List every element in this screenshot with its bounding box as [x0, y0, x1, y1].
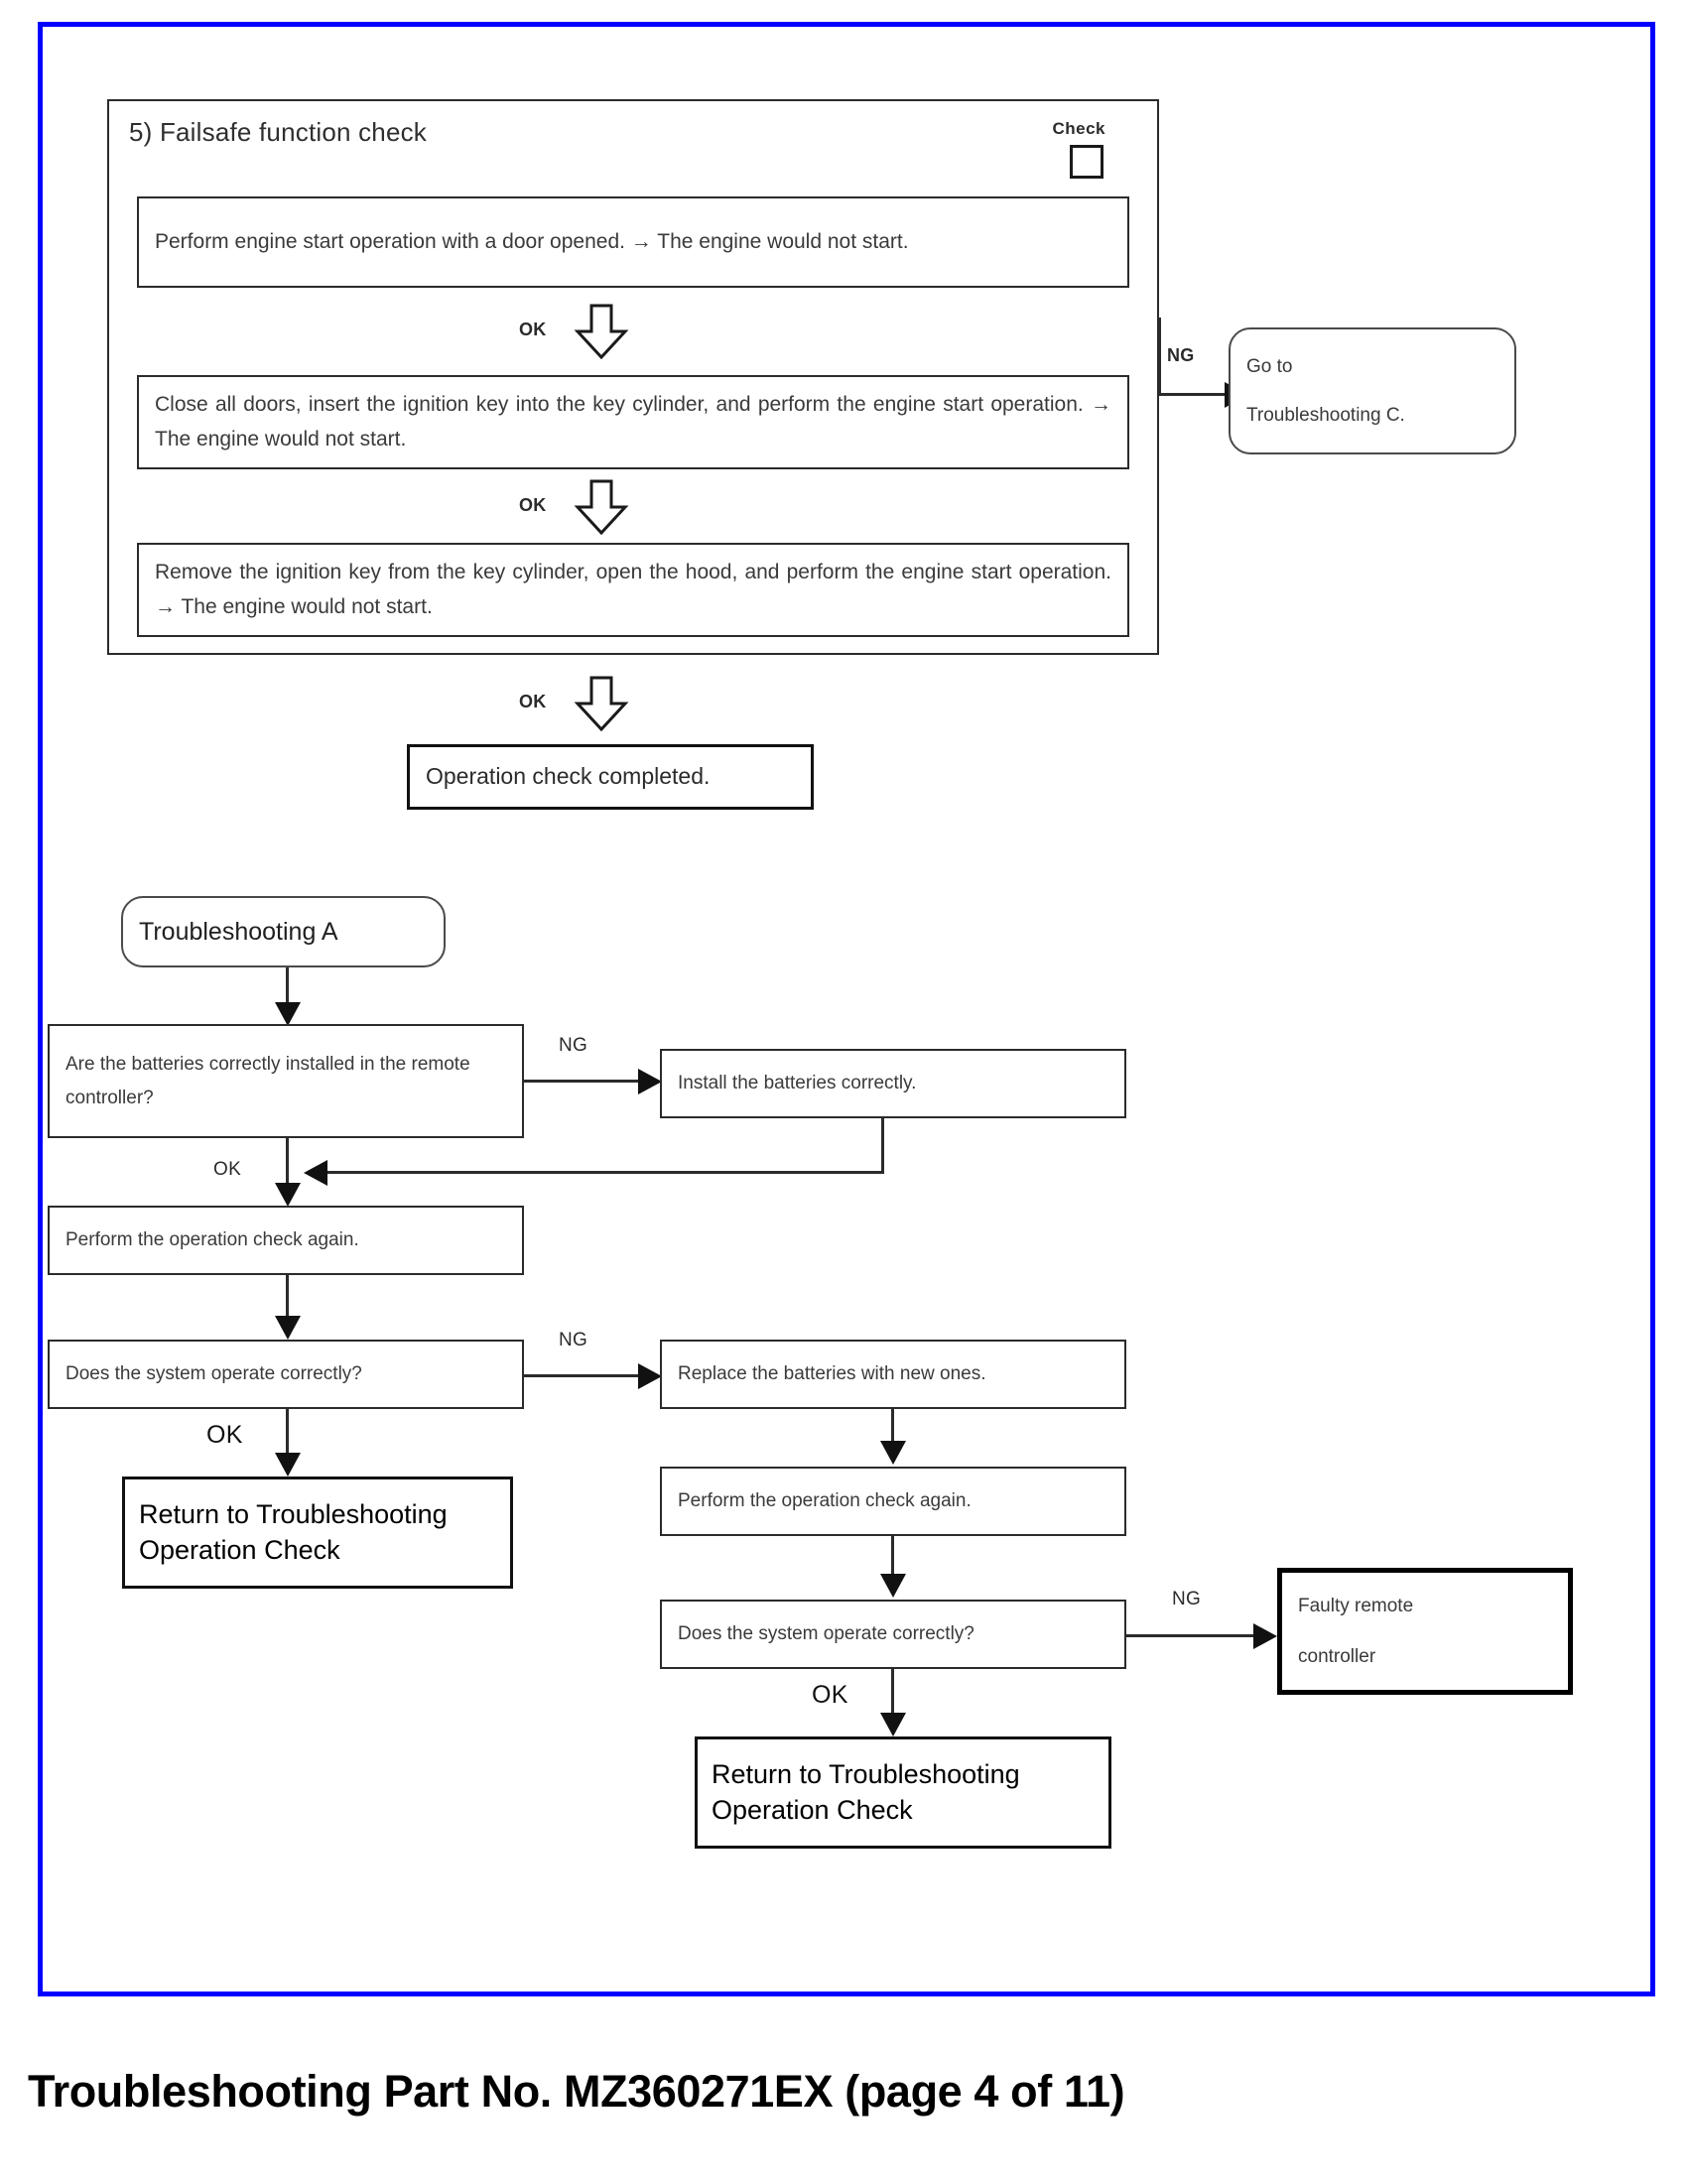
q1-text: Are the batteries correctly installed in… [65, 1054, 470, 1108]
check-checkbox[interactable] [1070, 145, 1104, 179]
down-block-arrow-1 [574, 304, 629, 359]
replace-to-retry2-arrowhead [880, 1441, 906, 1465]
operation-check-completed-box: Operation check completed. [407, 744, 814, 810]
goto-line-2: Troubleshooting C. [1246, 405, 1405, 426]
goto-troubleshooting-c-box[interactable]: Go to Troubleshooting C. [1229, 327, 1516, 454]
q1-ng-arrowhead [638, 1069, 662, 1094]
section-title: 5) Failsafe function check [129, 117, 428, 147]
retry-operation-check-box-2: Perform the operation check again. [660, 1467, 1126, 1536]
q2-ng-arrowhead [638, 1363, 662, 1389]
step-2-text: Close all doors, insert the ignition key… [155, 393, 1111, 450]
step-3-text: Remove the ignition key from the key cyl… [155, 561, 1111, 618]
check-label: Check [1052, 119, 1105, 138]
q2-ng-label: NG [559, 1330, 588, 1350]
q3-ok-arrowhead [880, 1713, 906, 1736]
return-to-troubleshooting-box-right: Return to Troubleshooting Operation Chec… [695, 1736, 1111, 1849]
down-block-arrow-2 [574, 479, 629, 535]
faulty-remote-line-1: Faulty remote [1298, 1595, 1414, 1616]
q2-ok-line [286, 1409, 289, 1471]
step-3-box: Remove the ignition key from the key cyl… [137, 543, 1129, 637]
q2-ng-line [524, 1374, 658, 1377]
faulty-remote-controller-box: Faulty remote controller [1277, 1568, 1573, 1695]
q1-ok-arrowhead [275, 1183, 301, 1207]
retry1-to-q2-arrowhead [275, 1316, 301, 1340]
operation-check-completed-text: Operation check completed. [426, 763, 711, 790]
q2-ok-label: OK [206, 1421, 243, 1449]
step-1-box: Perform engine start operation with a do… [137, 196, 1129, 288]
replace-batteries-text: Replace the batteries with new ones. [678, 1363, 986, 1385]
start-to-q1-line [286, 967, 289, 1019]
q2-system-operate-box: Does the system operate correctly? [48, 1340, 524, 1409]
q1-loop-down-line [881, 1118, 884, 1173]
q3-text: Does the system operate correctly? [678, 1623, 974, 1645]
retry-operation-check-box-1: Perform the operation check again. [48, 1206, 524, 1275]
retry1-to-q2-line [286, 1275, 289, 1333]
retry2-to-q3-line [891, 1536, 894, 1588]
retry-2-text: Perform the operation check again. [678, 1490, 972, 1512]
q1-ok-line [286, 1138, 289, 1200]
ok-label-step3: OK [519, 692, 547, 711]
q3-ng-line [1126, 1634, 1273, 1637]
retry-1-text: Perform the operation check again. [65, 1229, 359, 1251]
q3-ok-label: OK [812, 1681, 848, 1709]
step-2-box: Close all doors, insert the ignition key… [137, 375, 1129, 469]
step-1-text: Perform engine start operation with a do… [155, 229, 909, 253]
ng-label-section: NG [1167, 345, 1195, 365]
q2-ok-arrowhead [275, 1453, 301, 1477]
q3-ok-line [891, 1669, 894, 1731]
faulty-remote-line-2: controller [1298, 1646, 1376, 1667]
troubleshooting-a-start-box[interactable]: Troubleshooting A [121, 896, 446, 967]
troubleshooting-a-start-label: Troubleshooting A [139, 917, 338, 946]
return-right-line-2: Operation Check [712, 1794, 913, 1825]
replace-to-retry2-line [891, 1409, 894, 1457]
retry2-to-q3-arrowhead [880, 1574, 906, 1598]
ok-label-step2: OK [519, 495, 547, 515]
q3-ng-label: NG [1172, 1589, 1202, 1609]
page-caption: Troubleshooting Part No. MZ360271EX (pag… [28, 2066, 1125, 2117]
replace-batteries-box: Replace the batteries with new ones. [660, 1340, 1126, 1409]
q3-system-operate-box: Does the system operate correctly? [660, 1600, 1126, 1669]
q1-batteries-installed-box: Are the batteries correctly installed in… [48, 1024, 524, 1138]
install-batteries-box: Install the batteries correctly. [660, 1049, 1126, 1118]
return-right-line-1: Return to Troubleshooting [712, 1758, 1020, 1789]
ok-label-step1: OK [519, 320, 547, 339]
goto-line-1: Go to [1246, 355, 1293, 377]
q3-ng-arrowhead [1253, 1623, 1277, 1649]
ng-branch-vertical-line [1158, 318, 1161, 395]
q1-loop-horizontal-line [318, 1171, 884, 1174]
install-batteries-text: Install the batteries correctly. [678, 1073, 917, 1094]
q1-ng-line [524, 1080, 658, 1083]
q2-text: Does the system operate correctly? [65, 1363, 362, 1385]
q1-loop-arrowhead [304, 1160, 327, 1186]
return-left-line-1: Return to Troubleshooting [139, 1498, 448, 1529]
return-to-troubleshooting-box-left: Return to Troubleshooting Operation Chec… [122, 1477, 513, 1589]
down-block-arrow-3 [574, 676, 629, 731]
return-left-line-2: Operation Check [139, 1534, 340, 1565]
q1-ng-label: NG [559, 1035, 588, 1056]
ng-branch-horizontal-line [1158, 393, 1242, 396]
q1-ok-label: OK [213, 1159, 242, 1180]
start-to-q1-arrowhead [275, 1002, 301, 1026]
